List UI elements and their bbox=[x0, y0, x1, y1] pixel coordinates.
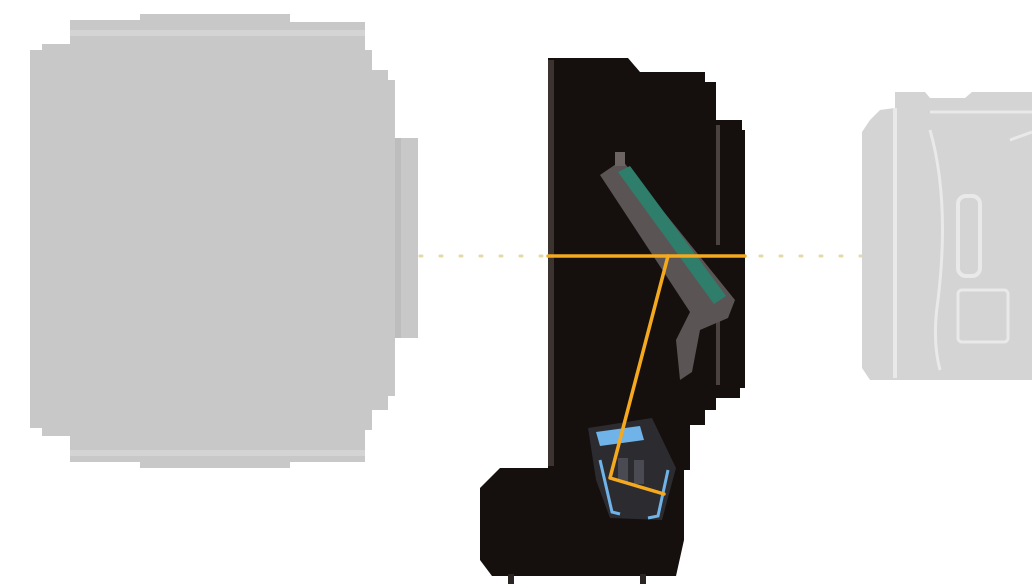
af-lens-element-2 bbox=[634, 460, 644, 484]
mirror-pivot bbox=[615, 152, 625, 166]
adapter-rear-mount-top bbox=[716, 125, 720, 245]
lens-silhouette-icon bbox=[30, 14, 418, 468]
mirrorless-camera-silhouette-icon bbox=[862, 92, 1032, 380]
af-lens-element-1 bbox=[618, 458, 628, 482]
lens-band-2 bbox=[70, 450, 365, 456]
adapter-front-flange bbox=[548, 60, 554, 466]
adapter-foot-left bbox=[508, 574, 514, 584]
mount-adapter-cutaway-icon bbox=[480, 58, 745, 584]
adapter-foot-right bbox=[640, 574, 646, 584]
lens-barrel-edge bbox=[395, 138, 401, 338]
lens-band-1 bbox=[70, 30, 365, 36]
